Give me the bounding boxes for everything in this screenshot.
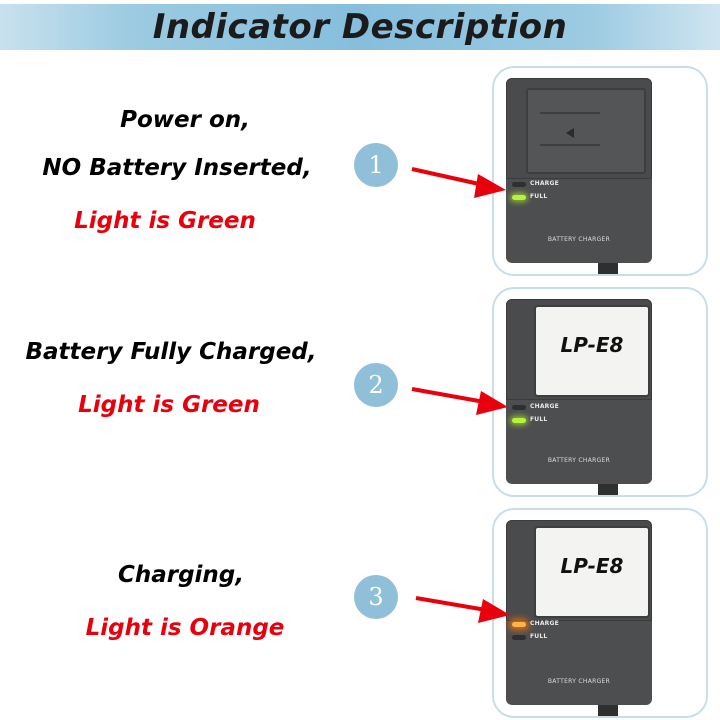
state-1-light-wrap: Light is Green — [0, 208, 350, 234]
full-led — [512, 418, 526, 423]
charger-front-panel — [506, 178, 652, 263]
charger-photo-3: LP-E8 CHARGE FULL BATTERY CHARGER — [492, 508, 708, 718]
state-2-light-text: Light is Green — [78, 392, 260, 418]
state-3-description: Charging, — [0, 562, 366, 588]
charge-led — [512, 182, 526, 187]
state-3-light-wrap: Light is Orange — [0, 615, 370, 641]
full-led-label: FULL — [530, 633, 548, 640]
step-badge-1: 1 — [354, 143, 398, 187]
state-1-line-2-wrap: NO Battery Inserted, — [0, 155, 362, 181]
state-2-description: Battery Fully Charged, — [0, 339, 356, 365]
battery: LP-E8 — [536, 307, 648, 395]
state-3-line-1: Charging, — [117, 562, 245, 588]
state-1-description: Power on, — [0, 102, 370, 154]
battery-model-label: LP-E8 — [560, 554, 624, 578]
arrow-2 — [411, 387, 508, 415]
state-2-light-wrap: Light is Green — [0, 392, 354, 418]
arrow-1 — [411, 167, 506, 198]
battery-charger: CHARGE FULL BATTERY CHARGER — [506, 78, 652, 263]
empty-battery-slot — [526, 88, 646, 174]
charger-device-label: BATTERY CHARGER — [547, 236, 611, 243]
battery-charger: LP-E8 CHARGE FULL BATTERY CHARGER — [506, 520, 652, 705]
title-banner: Indicator Description — [0, 4, 720, 50]
charger-front-panel — [506, 620, 652, 705]
charger-photo-2: LP-E8 CHARGE FULL BATTERY CHARGER — [492, 287, 708, 497]
charger-photo-1: CHARGE FULL BATTERY CHARGER — [492, 66, 708, 276]
charger-front-panel — [506, 399, 652, 484]
page-title: Indicator Description — [152, 7, 568, 47]
battery-charger: LP-E8 CHARGE FULL BATTERY CHARGER — [506, 299, 652, 484]
state-1-line-1: Power on, — [120, 107, 250, 133]
state-1-light-text: Light is Green — [74, 208, 256, 234]
full-led — [512, 635, 526, 640]
insert-direction-icon — [566, 128, 574, 138]
full-led-label: FULL — [530, 416, 548, 423]
state-2-line-1: Battery Fully Charged, — [25, 339, 317, 365]
battery: LP-E8 — [536, 528, 648, 616]
charger-device-label: BATTERY CHARGER — [547, 457, 611, 464]
charge-led-label: CHARGE — [530, 403, 559, 410]
arrow-3 — [415, 596, 510, 623]
charge-led-label: CHARGE — [530, 180, 559, 187]
step-badge-3: 3 — [354, 575, 398, 619]
state-3-light-text: Light is Orange — [85, 615, 285, 641]
charge-led — [512, 622, 526, 627]
state-1-line-2: NO Battery Inserted, — [42, 155, 312, 181]
full-led — [512, 195, 526, 200]
charge-led-label: CHARGE — [530, 620, 559, 627]
full-led-label: FULL — [530, 193, 548, 200]
step-badge-2: 2 — [354, 363, 398, 407]
charge-led — [512, 405, 526, 410]
charger-device-label: BATTERY CHARGER — [547, 678, 611, 685]
battery-model-label: LP-E8 — [560, 333, 624, 357]
